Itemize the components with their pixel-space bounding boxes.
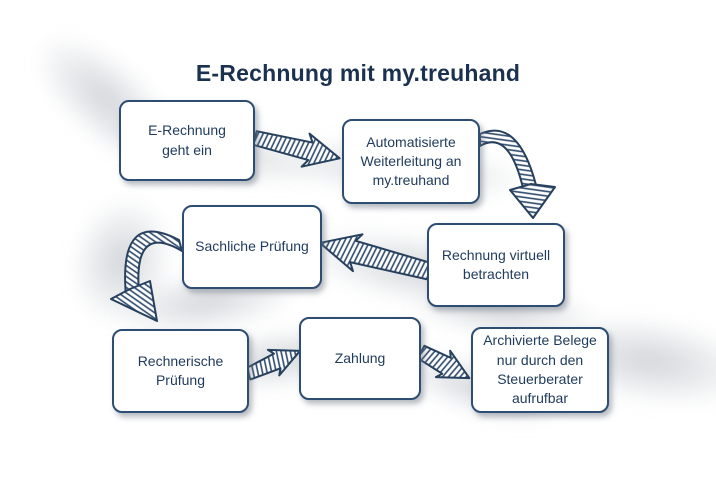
box-e-rechnung-geht-ein: E-Rechnung geht ein xyxy=(119,100,255,181)
arrow-rechnerische-pruefung-to-zahlung xyxy=(244,348,302,381)
box-zahlung: Zahlung xyxy=(299,317,421,400)
box-archivierte-belege: Archivierte Belege nur durch den Steuerb… xyxy=(471,327,609,413)
box-label: E-Rechnung geht ein xyxy=(148,122,226,158)
box-label: Archivierte Belege nur durch den Steuerb… xyxy=(483,332,597,407)
box-label: Automatisierte Weiterleitung an my.treuh… xyxy=(360,133,462,189)
box-sachliche-pruefung: Sachliche Prüfung xyxy=(182,205,322,289)
arrow-sachliche-to-rechnerische-pruefung xyxy=(110,230,183,322)
page-title: E-Rechnung mit my.treuhand xyxy=(195,60,521,86)
arrow-zahlung-to-archivierte-belege xyxy=(416,344,471,380)
box-label: Rechnerische Prüfung xyxy=(137,352,224,388)
box-rechnung-virtuell-betrachten: Rechnung virtuell betrachten xyxy=(427,223,565,307)
box-label: Zahlung xyxy=(334,349,386,366)
arrow-e-rechnung-to-weiterleitung xyxy=(252,130,341,168)
box-label: Rechnung virtuell betrachten xyxy=(441,246,551,282)
box-automatisierte-weiterleitung: Automatisierte Weiterleitung an my.treuh… xyxy=(342,119,480,204)
arrow-rechnung-virtuell-to-sachliche-pruefung xyxy=(318,233,444,283)
box-rechnerische-pruefung: Rechnerische Prüfung xyxy=(112,329,249,413)
arrow-weiterleitung-to-rechnung-virtuell xyxy=(479,129,556,219)
box-label: Sachliche Prüfung xyxy=(195,238,309,255)
